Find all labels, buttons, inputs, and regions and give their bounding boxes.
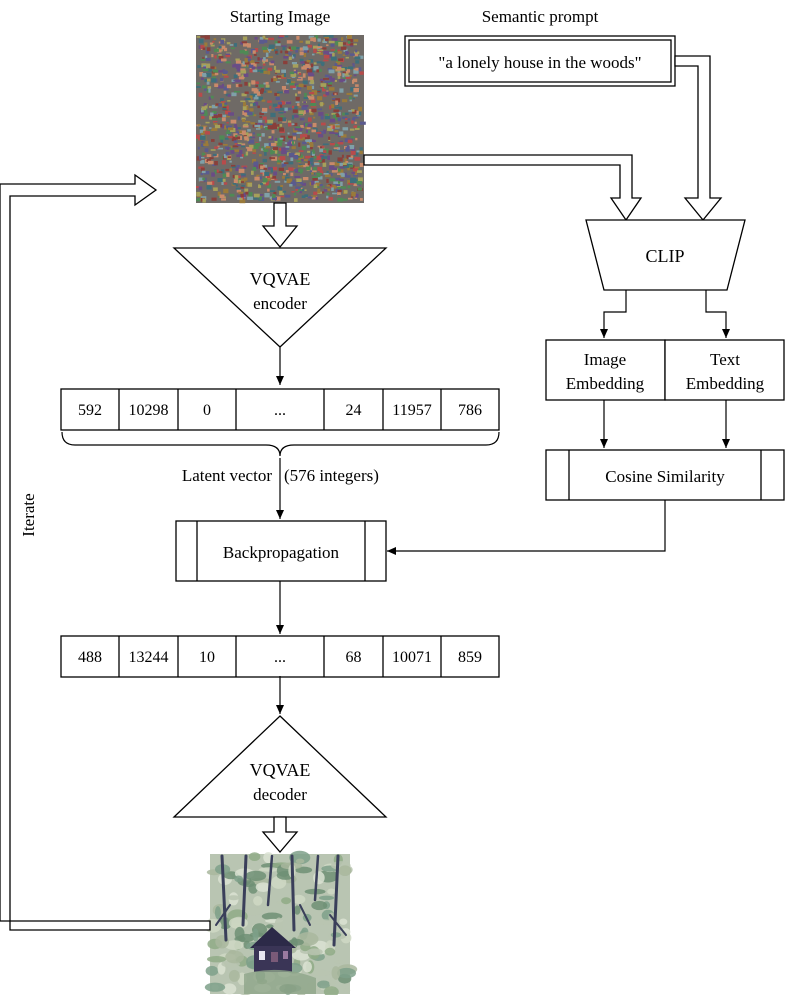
image-to-clip-arrow bbox=[363, 154, 643, 222]
iterate-loop-arrow bbox=[0, 173, 211, 931]
vqvae-decoder: VQVAE decoder bbox=[172, 715, 388, 818]
latent-cell: 11957 bbox=[392, 402, 431, 419]
decoder-label-1: VQVAE bbox=[250, 760, 311, 780]
latent-cell: 859 bbox=[458, 649, 482, 666]
encoder-label-2: encoder bbox=[253, 294, 307, 313]
latent-cell: 10 bbox=[199, 649, 215, 666]
prompt-text: "a lonely house in the woods" bbox=[438, 53, 641, 72]
latent-cell: ... bbox=[274, 649, 286, 666]
starting-image bbox=[196, 35, 366, 204]
image-embedding-label-2: Embedding bbox=[566, 374, 645, 393]
clip-label: CLIP bbox=[645, 246, 684, 266]
latent-cell: ... bbox=[274, 402, 286, 419]
latent-cell: 488 bbox=[78, 649, 102, 666]
latent-vector-1: 592 10298 0... 24 11957 786 bbox=[60, 388, 500, 431]
latent-cell: 10298 bbox=[129, 402, 169, 419]
latent-brace bbox=[61, 431, 500, 457]
text-embedding-label-2: Embedding bbox=[686, 374, 765, 393]
latent-cell: 68 bbox=[346, 649, 362, 666]
latent-count-label: (576 integers) bbox=[284, 466, 379, 485]
vqvae-encoder: VQVAE encoder bbox=[172, 247, 388, 348]
latent-cell: 10071 bbox=[392, 649, 432, 666]
prompt-to-clip-arrow bbox=[674, 55, 723, 222]
prompt-box: "a lonely house in the woods" bbox=[404, 35, 676, 87]
latent-vector-2: 488 13244 10... 68 10071 859 bbox=[60, 635, 500, 678]
semantic-prompt-title: Semantic prompt bbox=[482, 7, 599, 26]
latent-cell: 592 bbox=[78, 402, 102, 419]
encoder-label-1: VQVAE bbox=[250, 269, 311, 289]
image-embedding-box: Image Embedding bbox=[545, 339, 666, 401]
latent-cell: 24 bbox=[346, 402, 362, 419]
iterate-label: Iterate bbox=[19, 493, 38, 536]
latent-cell: 13244 bbox=[129, 649, 169, 666]
starting-image-title: Starting Image bbox=[230, 7, 331, 26]
backpropagation-label: Backpropagation bbox=[223, 543, 340, 562]
latent-cell: 786 bbox=[458, 402, 482, 419]
cosine-similarity-label: Cosine Similarity bbox=[605, 467, 725, 486]
decoder-to-output-arrow bbox=[261, 816, 299, 854]
latent-vector-label: Latent vector bbox=[182, 466, 272, 485]
cosine-similarity-box: Cosine Similarity bbox=[545, 449, 785, 501]
latent-cell: 0 bbox=[203, 402, 211, 419]
text-embedding-label-1: Text bbox=[710, 350, 740, 369]
clip-model: CLIP bbox=[585, 219, 746, 291]
output-image bbox=[204, 850, 358, 995]
text-embedding-box: Text Embedding bbox=[664, 339, 785, 401]
image-to-encoder-arrow bbox=[261, 202, 299, 249]
backpropagation-box: Backpropagation bbox=[175, 520, 387, 582]
image-embedding-label-1: Image bbox=[584, 350, 626, 369]
decoder-label-2: decoder bbox=[253, 785, 307, 804]
